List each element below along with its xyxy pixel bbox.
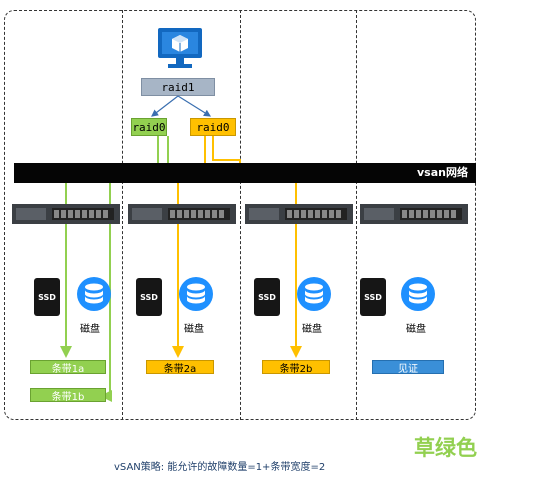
stripe-2a-label: 条带2a <box>146 360 214 375</box>
disk-icon <box>179 277 213 311</box>
server-icon <box>245 204 353 224</box>
raid1-to-raid0-yellow-arrow <box>177 95 212 117</box>
policy-caption: vSAN策略: 能允许的故障数量=1+条带宽度=2 <box>114 462 326 473</box>
vsan-network-bar: vsan网络 <box>14 163 476 183</box>
host-divider-2 <box>240 10 241 420</box>
disk-label: 磁盘 <box>184 324 204 335</box>
disk-icon <box>297 277 331 311</box>
raid1-to-raid0-green-arrow <box>151 95 179 117</box>
ssd-icon: SSD <box>136 278 162 316</box>
server-icon <box>12 204 120 224</box>
raid0-green-box: raid0 <box>131 118 167 136</box>
vm-monitor-icon <box>158 28 202 68</box>
stripe-1b-label: 条带1b <box>30 388 106 403</box>
host-divider-3 <box>356 10 357 420</box>
host-divider-1 <box>122 10 123 420</box>
raid0-yellow-box: raid0 <box>190 118 236 136</box>
raid1-box: raid1 <box>141 78 215 96</box>
disk-label: 磁盘 <box>80 324 100 335</box>
server-icon <box>128 204 236 224</box>
stripe-2b-label: 条带2b <box>262 360 330 375</box>
ssd-icon: SSD <box>34 278 60 316</box>
color-title: 草绿色 <box>414 436 477 460</box>
stripe-1a-label: 条带1a <box>30 360 106 375</box>
server-icon <box>360 204 468 224</box>
disk-icon <box>401 277 435 311</box>
disk-icon <box>77 277 111 311</box>
disk-label: 磁盘 <box>406 324 426 335</box>
ssd-icon: SSD <box>254 278 280 316</box>
ssd-icon: SSD <box>360 278 386 316</box>
vsan-network-label: vsan网络 <box>417 166 468 179</box>
witness-label: 见证 <box>372 360 444 375</box>
disk-label: 磁盘 <box>302 324 322 335</box>
